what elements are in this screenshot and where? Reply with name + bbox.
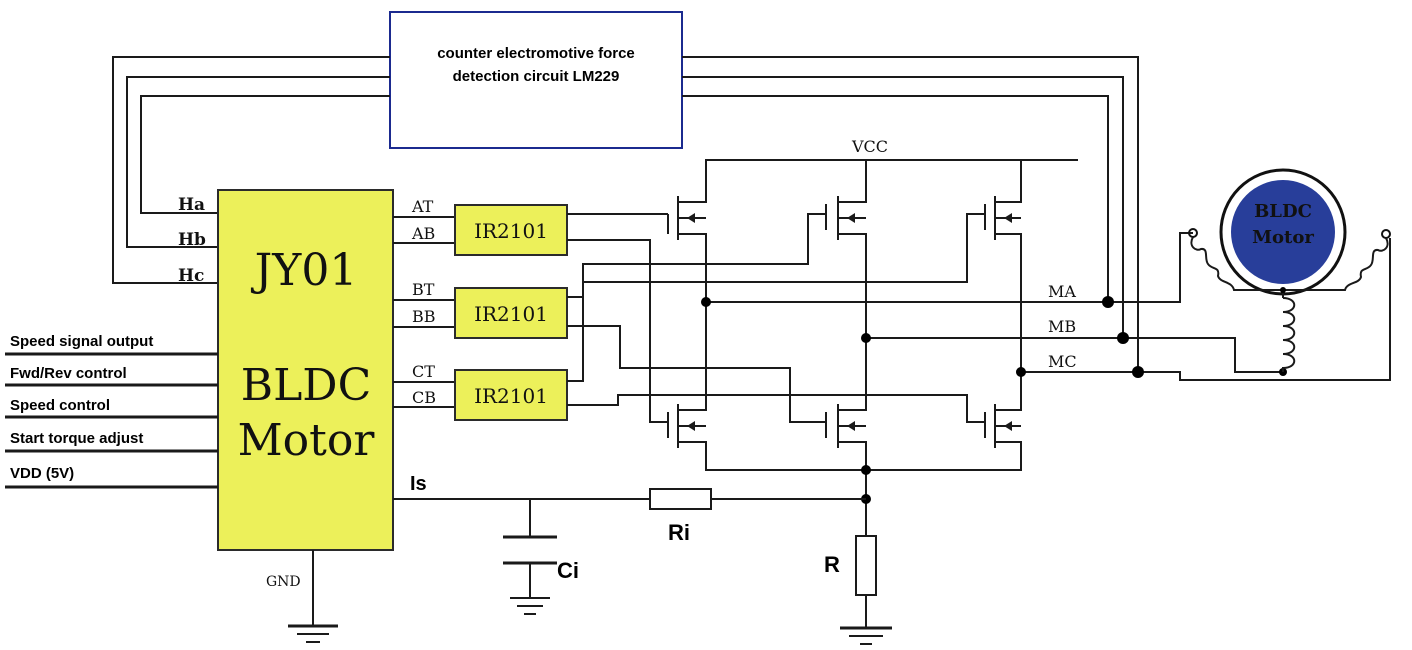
controller-ground xyxy=(288,550,338,643)
detector-label-line2: detection circuit LM229 xyxy=(453,68,620,85)
pin-ab-label: AB xyxy=(411,224,435,243)
vcc-label: VCC xyxy=(851,137,888,156)
junction-dots xyxy=(701,296,1287,504)
controller-title-line2: Motor xyxy=(238,415,376,466)
pin-ha-label: Ha xyxy=(178,195,205,215)
pin-at-label: AT xyxy=(411,197,434,216)
resistor-r-label: R xyxy=(824,552,840,577)
pin-cb-label: CB xyxy=(412,388,436,407)
detector-label-line1: counter electromotive force xyxy=(437,45,635,62)
capacitor-ci xyxy=(503,535,557,615)
capacitor-ci-label: Ci xyxy=(557,558,579,583)
phase-ma-label: MA xyxy=(1048,282,1076,301)
driver-c xyxy=(454,369,568,421)
bemf-detector-box xyxy=(389,11,683,149)
controller-chip xyxy=(217,189,394,551)
mosfet-high-b xyxy=(825,188,867,250)
mosfet-high-c xyxy=(984,188,1022,250)
input-start-torque-adjust: Start torque adjust xyxy=(10,430,143,447)
input-speed-signal-output: Speed signal output xyxy=(10,333,153,350)
mosfet-low-a xyxy=(667,392,707,468)
pin-is-label: Is xyxy=(410,473,427,495)
driver-b-label: IR2101 xyxy=(474,302,548,326)
mosfet-high-a xyxy=(667,188,707,250)
gate-drive-wires xyxy=(567,213,985,423)
motor-body xyxy=(1231,180,1335,284)
hall-feedback-wires xyxy=(112,56,1139,372)
pin-bt-label: BT xyxy=(412,280,435,299)
input-speed-control: Speed control xyxy=(10,397,110,414)
input-vdd: VDD (5V) xyxy=(10,465,74,482)
driver-b xyxy=(454,287,568,339)
resistor-r xyxy=(840,535,892,645)
motor-windings xyxy=(1188,228,1391,372)
mosfet-low-b xyxy=(825,392,867,468)
phase-mc-label: MC xyxy=(1048,352,1077,371)
pin-hb-label: Hb xyxy=(178,230,206,250)
pin-gnd-label: GND xyxy=(266,574,301,590)
driver-input-wires xyxy=(393,216,455,408)
phase-wires xyxy=(706,232,1391,381)
controller-name: JY01 xyxy=(251,245,358,296)
controller-title-line1: BLDC xyxy=(241,360,372,411)
driver-a xyxy=(454,204,568,256)
pin-ct-label: CT xyxy=(412,362,435,381)
driver-c-label: IR2101 xyxy=(474,384,548,408)
pin-hc-label: Hc xyxy=(178,266,204,286)
input-fwd-rev-control: Fwd/Rev control xyxy=(10,365,127,382)
motor-label-line1: BLDC xyxy=(1254,201,1312,222)
resistor-ri-label: Ri xyxy=(668,520,690,545)
motor-label-line2: Motor xyxy=(1252,227,1314,248)
resistor-ri xyxy=(649,488,712,510)
input-signal-lines xyxy=(5,352,218,489)
current-sense-wires xyxy=(393,498,866,537)
pin-bb-label: BB xyxy=(412,307,436,326)
mosfet-low-c xyxy=(984,392,1022,468)
driver-a-label: IR2101 xyxy=(474,219,548,243)
phase-mb-label: MB xyxy=(1048,317,1076,336)
vcc-rail xyxy=(705,159,1078,188)
